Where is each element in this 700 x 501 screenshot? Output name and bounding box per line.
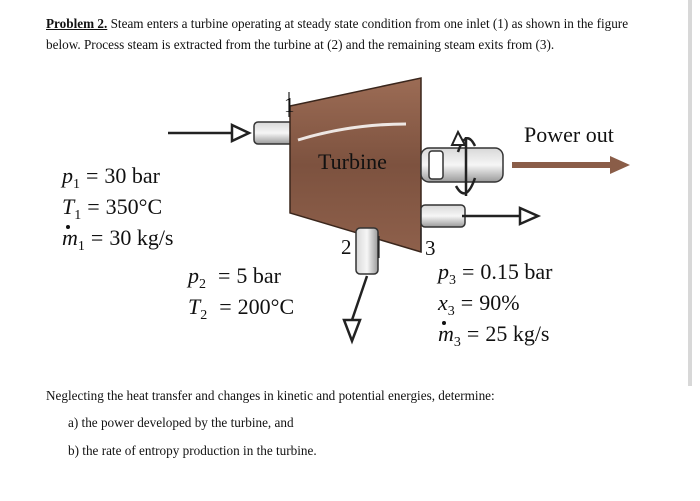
problem-text: Steam enters a turbine operating at stea…: [46, 16, 629, 52]
rotation-arrow-icon: [450, 129, 477, 196]
port-label-2: 2: [341, 235, 352, 259]
question-a: a) the power developed by the turbine, a…: [68, 415, 294, 430]
question-b: b) the rate of entropy production in the…: [68, 443, 317, 458]
inlet-pipe: [253, 121, 295, 145]
power-out-arrow: [512, 156, 630, 174]
determine-statement: Neglecting the heat transfer and changes…: [46, 388, 495, 403]
power-out-label: Power out: [524, 122, 614, 147]
problem-statement: Problem 2. Steam enters a turbine operat…: [46, 14, 656, 55]
problem-label: Problem 2.: [46, 16, 108, 31]
extraction-2-pipe: [355, 227, 379, 275]
inlet-arrow: [168, 123, 252, 143]
extraction-2-arrow: [342, 275, 369, 345]
exit-3-pipe: [420, 204, 466, 228]
port-label-1: 1: [284, 93, 295, 117]
exit-3-arrow: [462, 206, 542, 226]
scrollbar-edge: [688, 0, 692, 386]
port-label-3: 3: [425, 236, 436, 260]
turbine-label: Turbine: [318, 149, 387, 174]
